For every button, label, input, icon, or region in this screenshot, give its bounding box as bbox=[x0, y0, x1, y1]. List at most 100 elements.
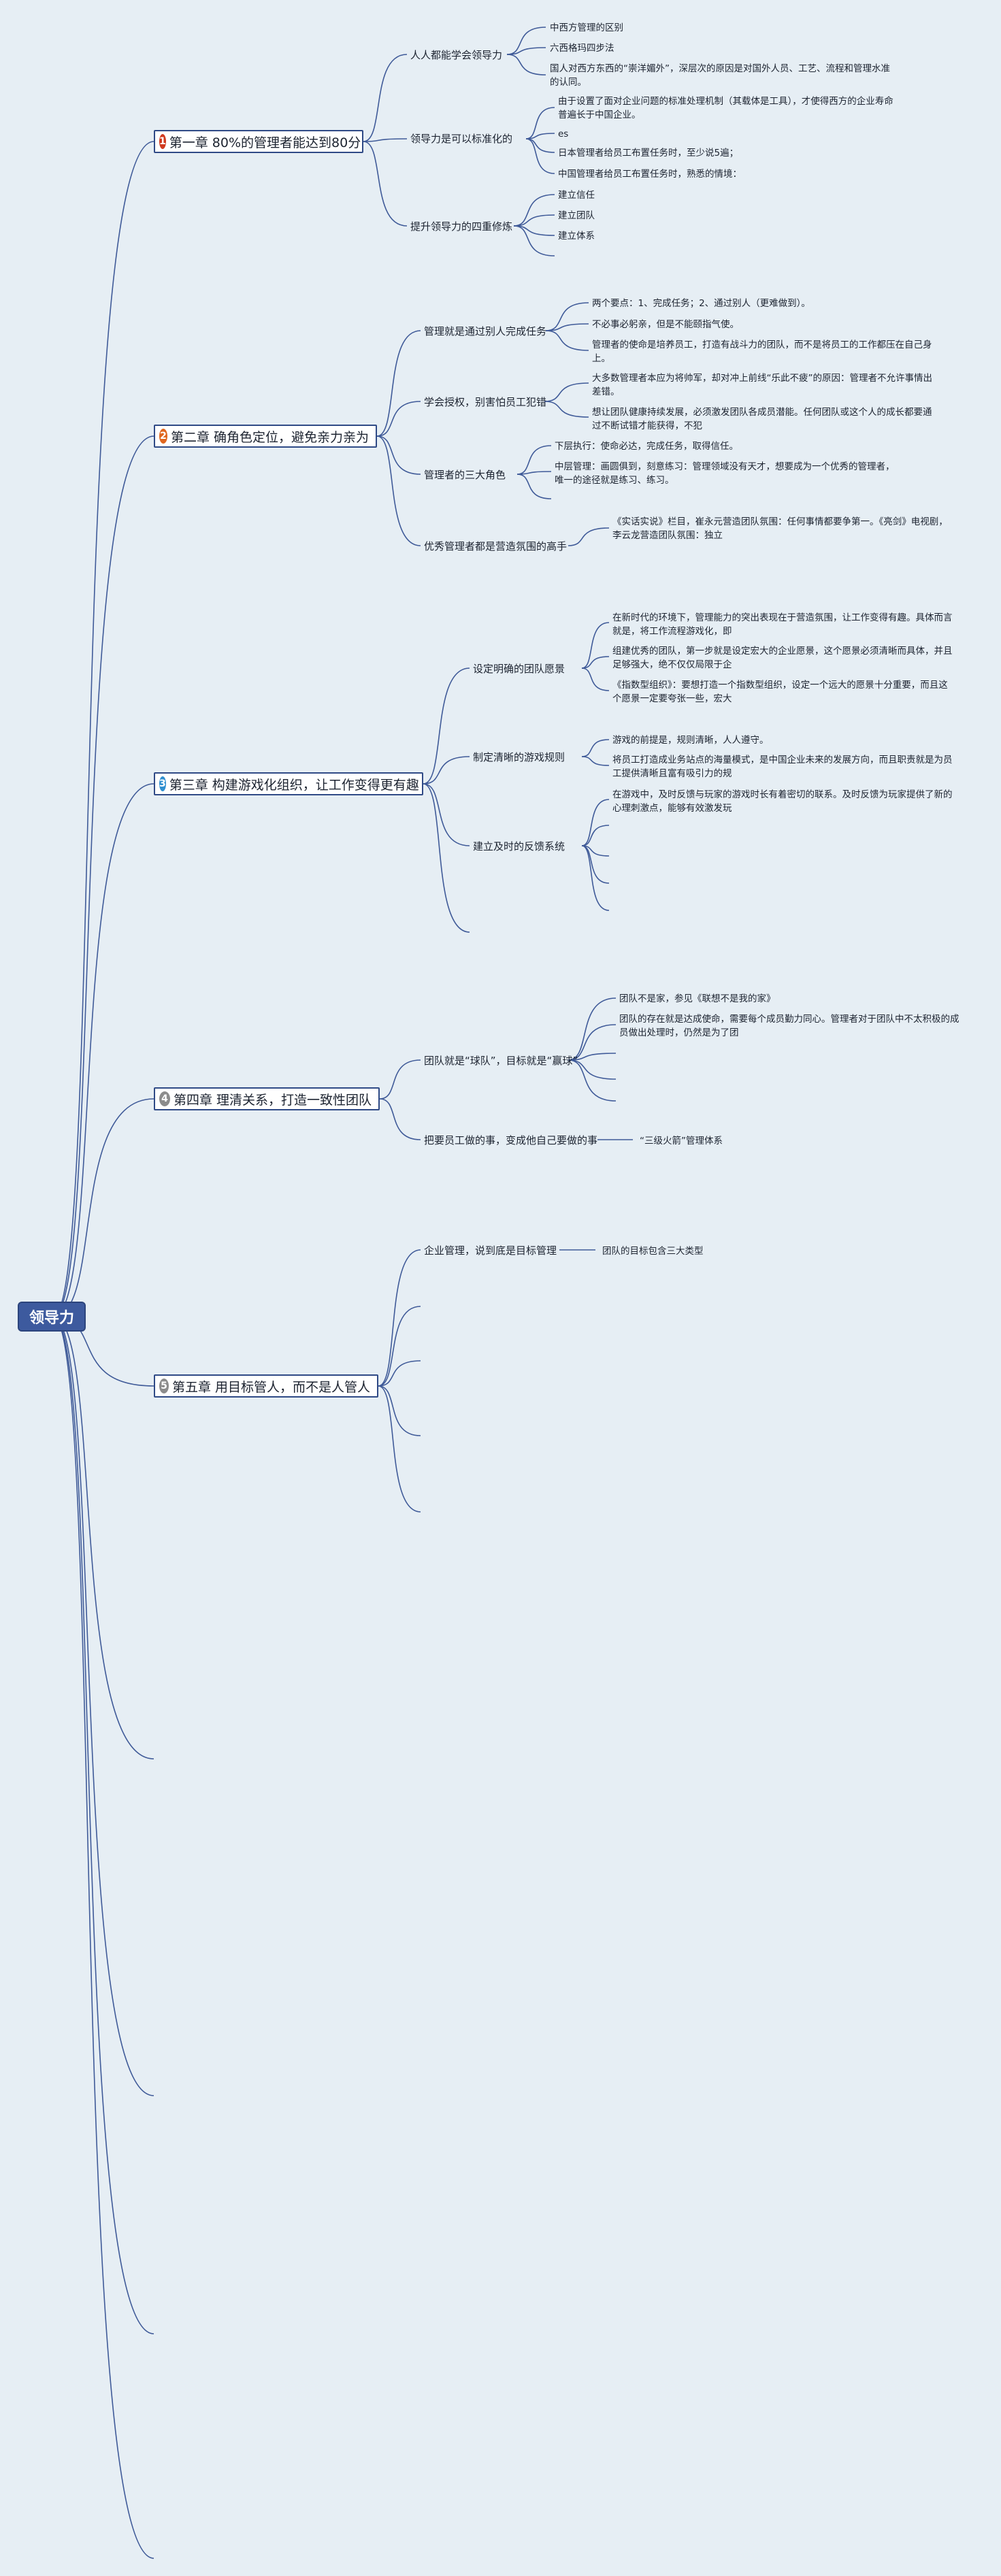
chapter-2-node[interactable]: 2 第二章 确角色定位，避免亲力亲为 bbox=[154, 425, 377, 448]
note-3-3-1: 在游戏中，及时反馈与玩家的游戏时长有着密切的联系。及时反馈为玩家提供了新的心理刺… bbox=[612, 789, 953, 814]
connector-41 bbox=[581, 656, 610, 669]
connector-60 bbox=[378, 1360, 421, 1387]
root-node[interactable]: 领导力 bbox=[18, 1302, 86, 1332]
connector-53 bbox=[568, 1024, 617, 1061]
topic-1-3[interactable]: 提升领导力的四重修炼 bbox=[410, 220, 513, 233]
connector-59 bbox=[378, 1306, 421, 1387]
connector-24 bbox=[376, 401, 421, 437]
note-1-2-2: es bbox=[558, 129, 569, 139]
connector-26 bbox=[376, 435, 421, 546]
connector-32 bbox=[516, 445, 552, 475]
connector-18 bbox=[525, 138, 555, 174]
connector-19 bbox=[513, 194, 555, 227]
connector-38 bbox=[423, 783, 470, 846]
connector-12 bbox=[506, 27, 546, 55]
connector-28 bbox=[545, 323, 589, 331]
note-2-1-1: 两个要点：1、完成任务；2、通过别人（更难做到）。 bbox=[592, 298, 810, 309]
chapter-5-badge: 5 bbox=[159, 1378, 169, 1393]
connector-13 bbox=[506, 47, 546, 55]
connector-37 bbox=[423, 756, 470, 785]
note-4-1-2: 团队的存在就是达成使命，需要每个成员勤力同心。管理者对于团队中不太积极的成员做出… bbox=[619, 1014, 959, 1039]
connector-35 bbox=[568, 527, 610, 546]
connector-45 bbox=[581, 799, 610, 846]
chapter-3-node[interactable]: 3 第三章 构建游戏化组织，让工作变得更有趣 bbox=[154, 772, 423, 795]
note-1-3-3: 建立体系 bbox=[558, 231, 595, 242]
connector-14 bbox=[506, 54, 546, 76]
connector-46 bbox=[581, 825, 610, 846]
connector-33 bbox=[516, 471, 552, 475]
chapter-3-badge: 3 bbox=[159, 776, 166, 791]
note-1-1-3: 国人对西方东西的“崇洋媚外”，深层次的原因是对国外人员、工艺、流程和管理水准的认… bbox=[550, 63, 890, 88]
note-1-1-1: 中西方管理的区别 bbox=[550, 22, 623, 33]
note-3-2-1: 游戏的前提是，规则清晰，人人遵守。 bbox=[612, 735, 769, 746]
connector-1 bbox=[52, 435, 154, 1317]
chapter-2-label: 第二章 确角色定位，避免亲力亲为 bbox=[170, 429, 369, 445]
connector-50 bbox=[379, 1059, 421, 1100]
chapter-1-node[interactable]: 1 第一章 80%的管理者能达到80分 bbox=[154, 130, 363, 153]
connector-62 bbox=[378, 1385, 421, 1513]
connector-39 bbox=[423, 783, 470, 933]
connector-58 bbox=[378, 1249, 421, 1387]
note-1-3-2: 建立团队 bbox=[558, 210, 595, 221]
connector-30 bbox=[544, 382, 589, 402]
connector-42 bbox=[581, 667, 610, 691]
connector-11 bbox=[363, 141, 408, 227]
topic-1-2[interactable]: 领导力是可以标准化的 bbox=[410, 133, 513, 145]
connector-20 bbox=[513, 214, 555, 227]
topic-3-1[interactable]: 设定明确的团队愿景 bbox=[473, 663, 565, 675]
topic-2-2[interactable]: 学会授权，别害怕员工犯错 bbox=[424, 396, 547, 408]
chapter-4-label: 第四章 理清关系，打造一致性团队 bbox=[173, 1092, 372, 1108]
note-2-3-1: 下层执行：使命必达，完成任务，取得信任。 bbox=[555, 441, 738, 452]
note-1-1-2: 六西格玛四步法 bbox=[550, 43, 614, 54]
note-2-2-1: 大多数管理者本应为将帅军，却对冲上前线“乐此不疲”的原因：管理者不允许事情出差错… bbox=[592, 373, 932, 398]
note-2-4-1: 《实话实说》栏目，崔永元营造团队氛围：任何事情都要争第一。《亮剑》电视剧，李云龙… bbox=[612, 516, 948, 542]
connector-36 bbox=[423, 667, 470, 785]
chapter-5-label: 第五章 用目标管人，而不是人管人 bbox=[171, 1379, 370, 1395]
connector-29 bbox=[545, 330, 589, 351]
connector-31 bbox=[544, 401, 589, 418]
note-2-1-3: 管理者的使命是培养员工，打造有战斗力的团队，而不是将员工的工作都压在自己身上。 bbox=[592, 340, 932, 365]
connector-44 bbox=[581, 756, 610, 766]
topic-2-1[interactable]: 管理就是通过别人完成任务 bbox=[424, 325, 547, 337]
chapter-3-label: 第三章 构建游戏化组织，让工作变得更有趣 bbox=[169, 777, 419, 793]
connector-27 bbox=[545, 302, 589, 331]
topic-5-1[interactable]: 企业管理，说到底是目标管理 bbox=[424, 1244, 557, 1257]
connector-8 bbox=[52, 1316, 154, 2559]
note-4-2-1: “三级火箭”管理体系 bbox=[640, 1136, 723, 1146]
connector-40 bbox=[581, 622, 610, 669]
note-3-1-3: 《指数型组织》：要想打造一个指数型组织，设定一个远大的愿景十分重要，而且这个愿景… bbox=[612, 680, 948, 705]
connector-7 bbox=[52, 1316, 154, 2334]
note-2-3-2: 中层管理：画圆俱到，刻意练习：管理领域没有天才，想要成为一个优秀的管理者，唯一的… bbox=[555, 461, 895, 486]
topic-1-1[interactable]: 人人都能学会领导力 bbox=[410, 49, 503, 61]
topic-2-3[interactable]: 管理者的三大角色 bbox=[424, 469, 506, 481]
topic-4-2[interactable]: 把要员工做的事，变成他自己要做的事 bbox=[424, 1134, 598, 1146]
topic-3-3[interactable]: 建立及时的反馈系统 bbox=[473, 840, 565, 853]
connector-61 bbox=[378, 1385, 421, 1436]
connector-43 bbox=[581, 739, 610, 757]
note-1-2-3: 日本管理者给员工布置任务时，至少说5遍； bbox=[558, 148, 739, 159]
chapter-2-badge: 2 bbox=[159, 429, 167, 444]
connector-16 bbox=[525, 133, 555, 139]
topic-4-1[interactable]: 团队就是“球队”，目标就是“赢球” bbox=[424, 1055, 578, 1067]
connector-10 bbox=[363, 138, 408, 142]
note-3-1-1: 在新时代的环境下，管理能力的突出表现在于营造氛围，让工作变得有趣。具体而言就是，… bbox=[612, 612, 953, 638]
connector-51 bbox=[379, 1098, 421, 1140]
note-1-3-1: 建立信任 bbox=[558, 190, 595, 201]
connector-56 bbox=[568, 1059, 617, 1102]
connector-25 bbox=[376, 435, 421, 475]
topic-2-4[interactable]: 优秀管理者都是营造氛围的高手 bbox=[424, 540, 568, 552]
connector-3 bbox=[52, 1098, 154, 1317]
note-2-1-2: 不必事必躬亲，但是不能颐指气使。 bbox=[592, 319, 739, 330]
connector-52 bbox=[568, 997, 617, 1061]
chapter-5-node[interactable]: 5 第五章 用目标管人，而不是人管人 bbox=[154, 1374, 378, 1398]
note-3-2-2: 将员工打造成业务站点的海量模式，是中国企业未来的发展方向，而且职责就是为员工提供… bbox=[612, 755, 953, 780]
note-5-1-1: 团队的目标包含三大类型 bbox=[602, 1246, 704, 1257]
note-3-1-2: 组建优秀的团队，第一步就是设定宏大的企业愿景，这个愿景必须清晰而具体，并且足够强… bbox=[612, 646, 953, 671]
chapter-4-node[interactable]: 4 第四章 理清关系，打造一致性团队 bbox=[154, 1087, 380, 1110]
connector-15 bbox=[525, 107, 555, 139]
connector-34 bbox=[516, 474, 552, 499]
topic-3-2[interactable]: 制定清晰的游戏规则 bbox=[473, 751, 565, 763]
connector-6 bbox=[52, 1316, 154, 2096]
